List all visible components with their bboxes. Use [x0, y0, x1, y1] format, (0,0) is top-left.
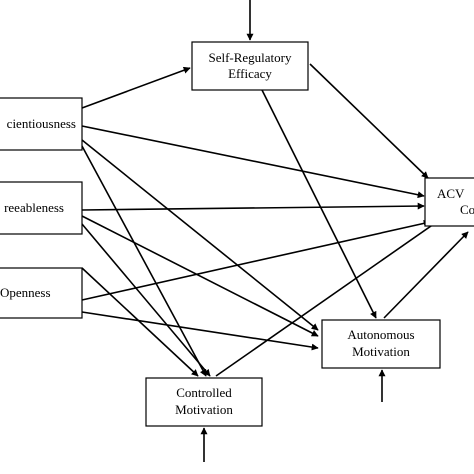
node-openness: Openness	[0, 267, 83, 319]
edge-aut-to-acv	[383, 231, 469, 319]
node-label-line: cientiousness	[7, 116, 76, 131]
node-controlled-motivation: Controlled Motivation	[145, 377, 263, 427]
edge-ope-to-ctl	[81, 267, 199, 377]
edge-agr-to-ctl	[81, 223, 211, 377]
node-label-line: ACV	[437, 186, 465, 201]
edge-sre-to-acv	[309, 63, 429, 179]
node-label-line: Efficacy	[228, 66, 272, 81]
edge-con-to-sre	[81, 66, 191, 109]
node-label-line: Openness	[0, 285, 51, 300]
node-box	[191, 41, 309, 91]
edge-ope-to-acv	[81, 219, 431, 301]
node-label-line: Motivation	[352, 344, 410, 359]
node-label-line: Self-Regulatory	[208, 50, 292, 65]
edge-con-to-ctl	[81, 145, 207, 377]
node-conscientiousness: cientiousness	[0, 97, 83, 151]
nodes-layer: Self-Regulatory Efficacy cientiousness r…	[0, 41, 474, 427]
edge-agr-to-acv	[81, 202, 425, 211]
edge-sre-to-aut	[261, 89, 377, 319]
node-label-line: reeableness	[4, 200, 64, 215]
node-label-line: Controlled	[176, 385, 232, 400]
node-box	[321, 319, 441, 369]
node-box	[0, 267, 83, 319]
node-box	[145, 377, 263, 427]
node-acv: ACV Co	[424, 177, 474, 227]
edge-con-to-aut	[81, 139, 319, 331]
node-agreeableness: reeableness	[0, 181, 83, 235]
node-label-line: Co	[460, 202, 474, 217]
node-self-regulatory-efficacy: Self-Regulatory Efficacy	[191, 41, 309, 91]
edge-agr-to-aut	[81, 215, 319, 337]
edge-con-to-acv	[81, 125, 425, 199]
node-box	[424, 177, 474, 227]
node-label-line: Autonomous	[347, 327, 414, 342]
node-box	[0, 181, 83, 235]
node-box	[0, 97, 83, 151]
node-autonomous-motivation: Autonomous Motivation	[321, 319, 441, 369]
node-label-line: Motivation	[175, 402, 233, 417]
edge-ope-to-aut	[81, 311, 319, 351]
